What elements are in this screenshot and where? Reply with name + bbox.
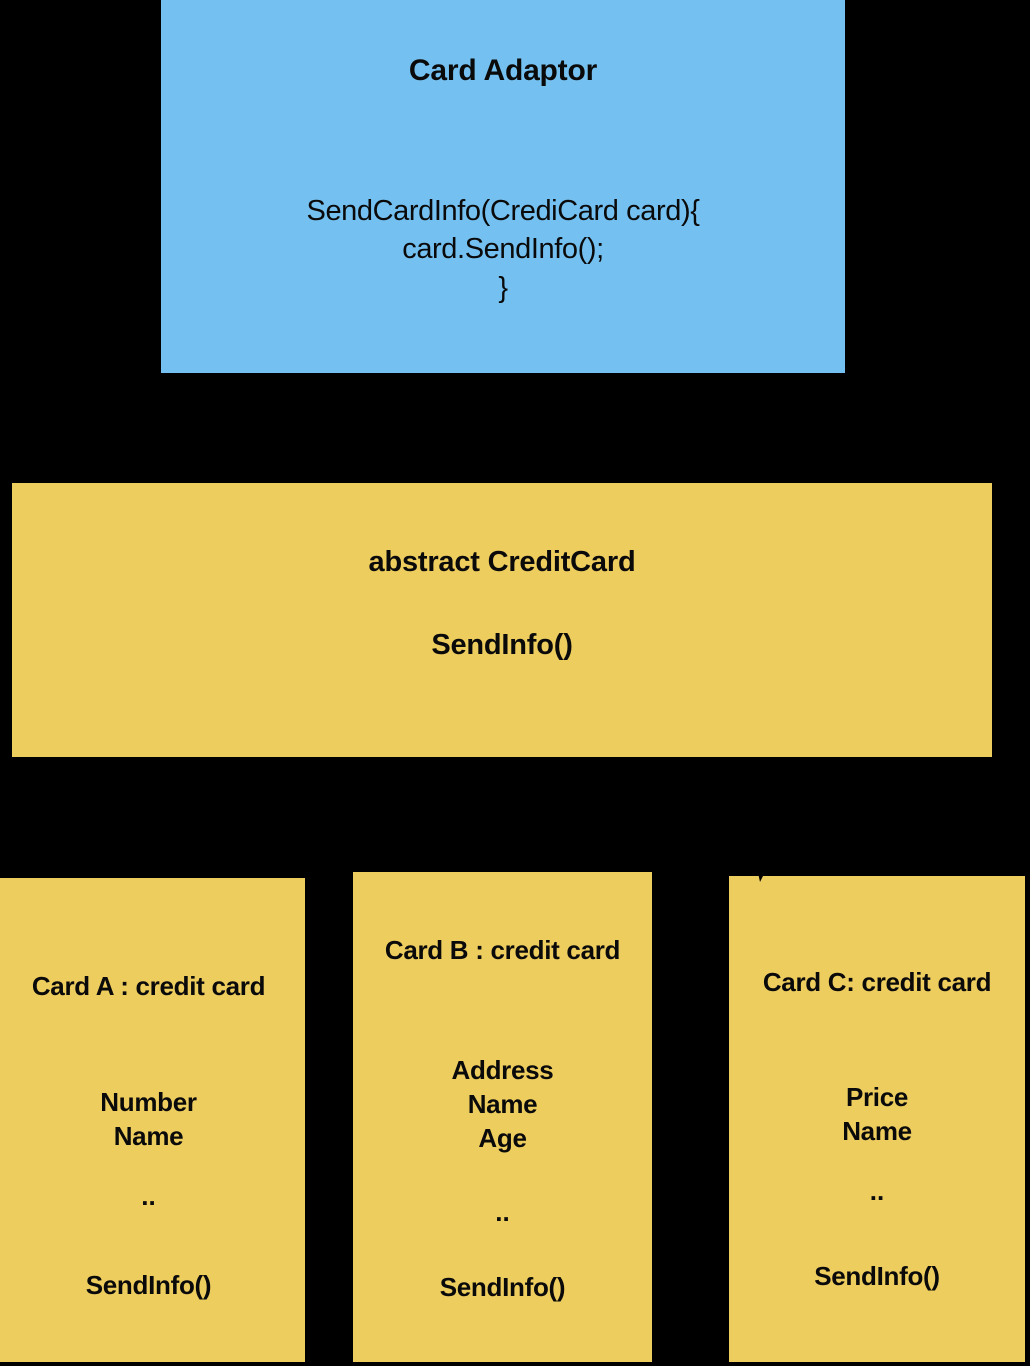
card-b-ellipsis: .. (495, 1197, 510, 1227)
class-box-card-a: Card A : credit card Number Name .. Send… (0, 878, 305, 1362)
card-a-title: Card A : credit card (31, 971, 266, 1001)
class-box-card-b: Card B : credit card Address Name Age ..… (353, 872, 652, 1362)
abstract-creditcard-title: abstract CreditCard (368, 546, 636, 578)
card-c-method: SendInfo() (814, 1261, 940, 1291)
class-box-card-adaptor: Card Adaptor SendCardInfo(CrediCard card… (161, 0, 845, 373)
card-a-fields: Number Name (100, 1087, 197, 1151)
abstract-creditcard-method: SendInfo() (431, 629, 573, 661)
class-box-abstract-creditcard: abstract CreditCard SendInfo() (12, 483, 992, 757)
card-adaptor-code-body: SendCardInfo(CrediCard card){ card.SendI… (306, 195, 700, 304)
card-b-fields: Address Name Age (451, 1055, 554, 1153)
card-b-method: SendInfo() (439, 1272, 566, 1302)
card-c-ellipsis: .. (869, 1176, 885, 1206)
card-a-method: SendInfo() (85, 1270, 212, 1300)
card-adaptor-title: Card Adaptor (408, 54, 598, 87)
card-a-ellipsis: .. (141, 1181, 156, 1211)
card-b-title: Card B : credit card (384, 935, 621, 965)
class-box-card-c: Card C: credit card Price Name .. SendIn… (729, 876, 1025, 1362)
inheritance-arrow-icon (757, 868, 767, 882)
card-c-fields: Price Name (842, 1082, 912, 1146)
card-c-title: Card C: credit card (762, 967, 992, 997)
